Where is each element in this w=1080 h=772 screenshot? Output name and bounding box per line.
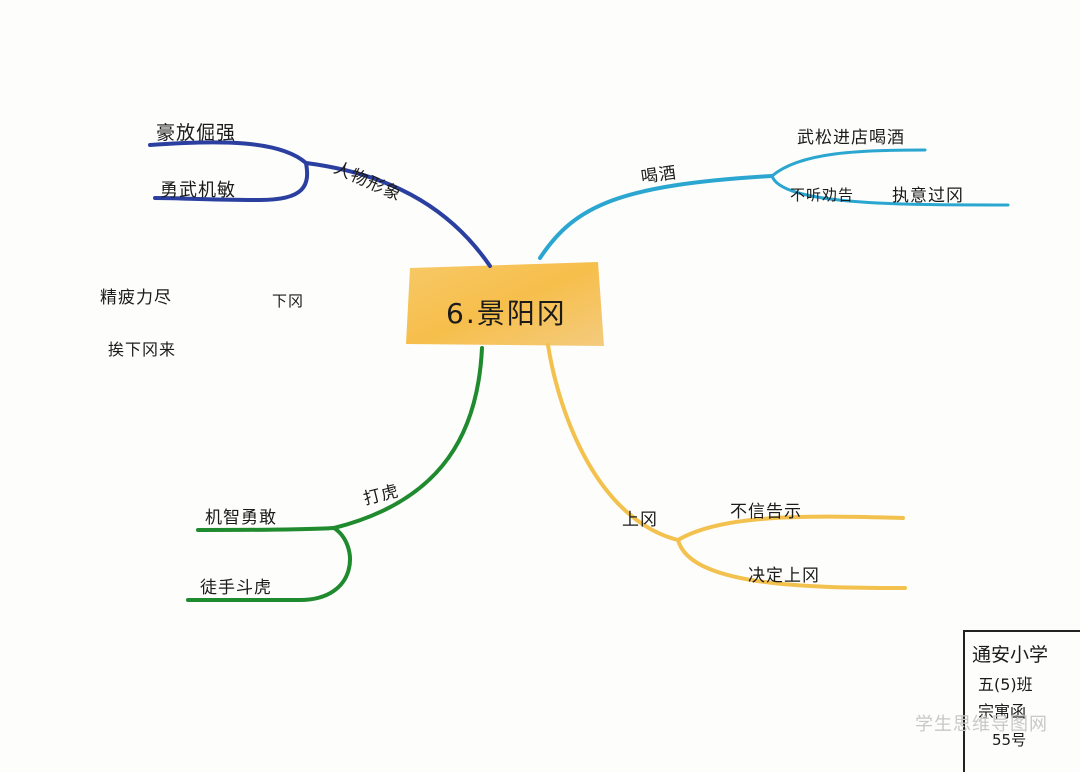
info-name: 宗寓函: [978, 702, 1027, 721]
branch-climb-lines: [546, 343, 907, 590]
branch-descend-label: 下冈: [272, 292, 305, 310]
watermark-text: 学生思维导图网: [915, 714, 1048, 735]
climb-child-1: 不信告示: [730, 502, 802, 522]
info-number: 55号: [992, 731, 1027, 749]
drinking-child-3: 执意过冈: [892, 186, 964, 206]
info-class: 五(5)班: [978, 675, 1033, 694]
descend-child-1: 精疲力尽: [100, 288, 172, 308]
branch-drinking-lines: [538, 148, 1010, 260]
drinking-child-2: 不听劝告: [790, 186, 855, 204]
fight-child-2: 徒手斗虎: [200, 578, 272, 598]
branch-drinking-label: 喝酒: [639, 163, 679, 188]
branch-fight-lines: [186, 346, 484, 603]
character-child-1: 豪放倔强: [156, 122, 237, 144]
branch-climb-label: 上冈: [622, 510, 658, 530]
author-info-box: [963, 630, 1080, 772]
branch-character-lines: [148, 140, 492, 268]
drinking-child-1: 武松进店喝酒: [797, 128, 905, 148]
climb-child-2: 决定上冈: [748, 566, 820, 586]
center-topic-block: [406, 262, 604, 346]
center-topic-title: 6.景阳冈: [446, 297, 567, 330]
fight-child-1: 机智勇敢: [205, 508, 277, 528]
info-school: 通安小学: [972, 644, 1049, 666]
descend-child-2: 挨下冈来: [108, 340, 177, 359]
character-child-2: 勇武机敏: [160, 180, 236, 201]
